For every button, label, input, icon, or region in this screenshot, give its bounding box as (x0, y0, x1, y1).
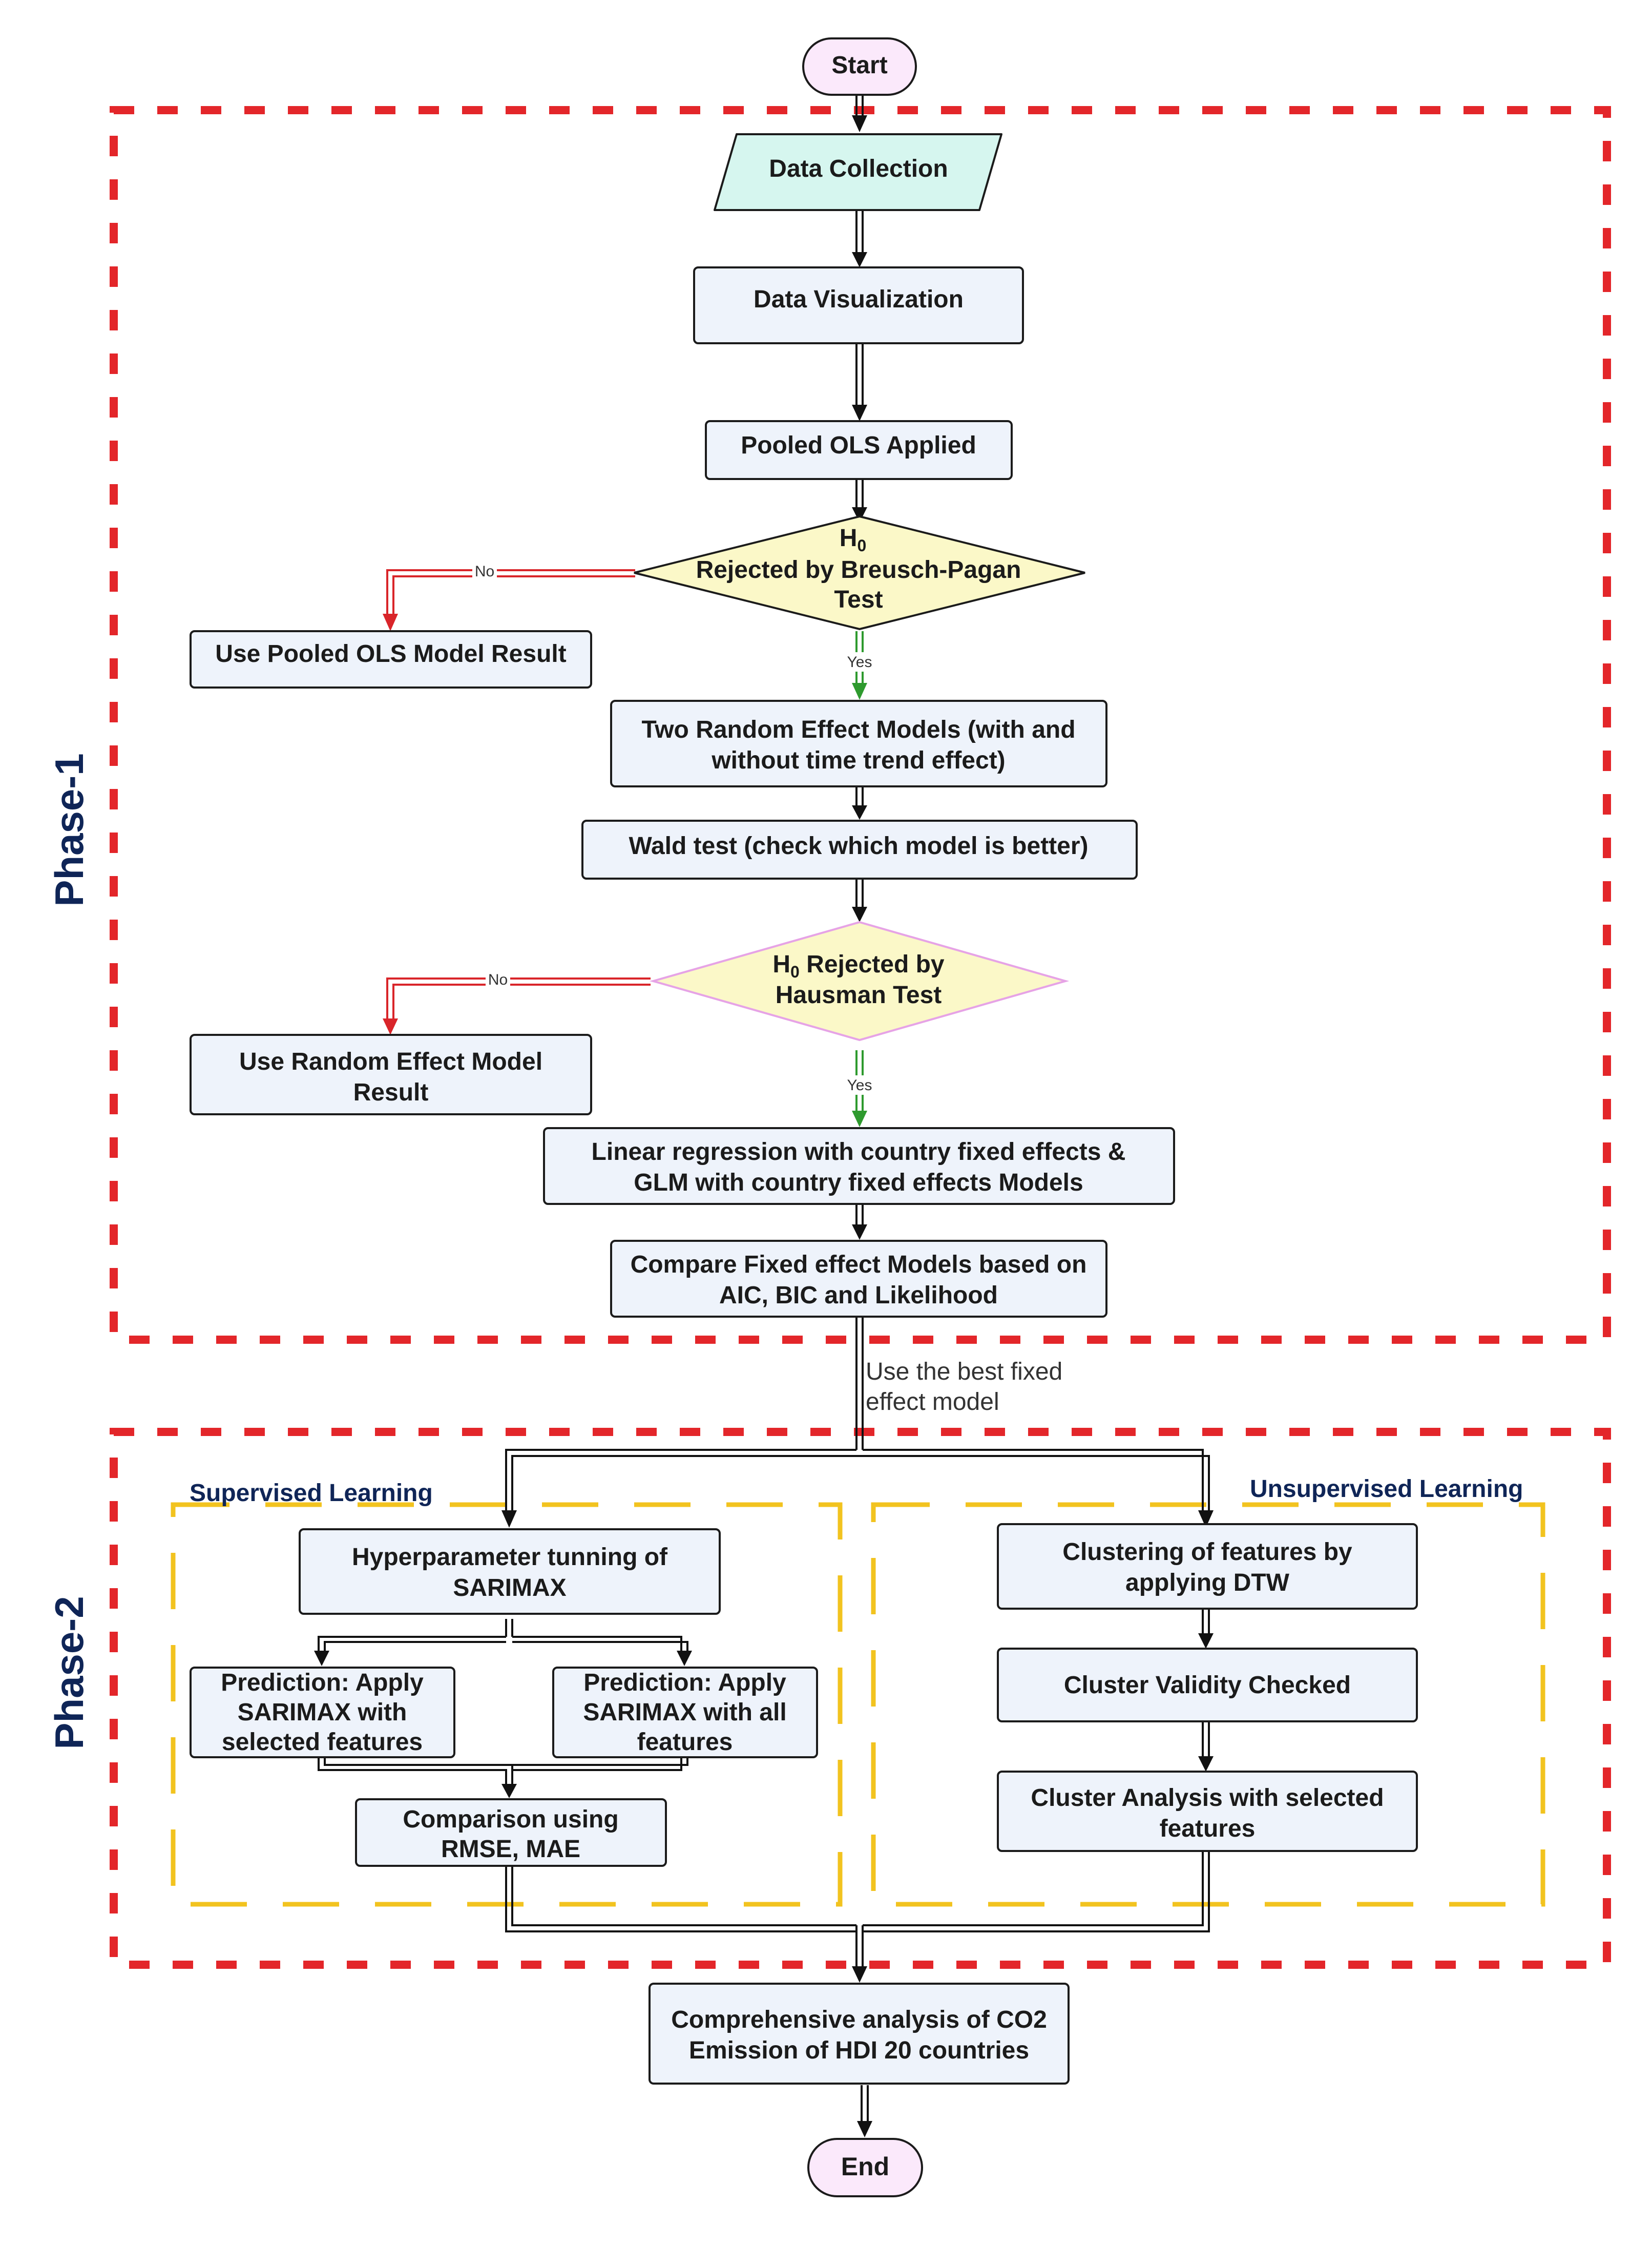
edge-label-no-2: No (488, 971, 508, 988)
hausman-line1: H0 Rejected by (772, 951, 945, 981)
compare-fixed-effect-node[interactable]: Compare Fixed effect Models based on AIC… (610, 1240, 1107, 1318)
linear-regression-node[interactable]: Linear regression with country fixed eff… (543, 1127, 1175, 1205)
data-collection-label: Data Collection (769, 155, 948, 182)
start-terminal[interactable]: Start (802, 37, 917, 96)
prediction-all-line1: Prediction: Apply (583, 1669, 786, 1696)
use-random-line1: Use Random Effect Model (239, 1048, 542, 1075)
data-visualization-node[interactable]: Data Visualization (693, 266, 1024, 344)
clustering-line2: applying DTW (1125, 1569, 1290, 1596)
prediction-selected-line3: selected features (222, 1729, 423, 1756)
end-terminal[interactable]: End (807, 2138, 923, 2197)
comparison-node[interactable]: Comparison using RMSE, MAE (355, 1798, 667, 1867)
edge-label-yes-1: Yes (847, 654, 872, 671)
linear-regression-line2: GLM with country fixed effects Models (634, 1169, 1083, 1196)
edge-label-no-1: No (475, 563, 494, 580)
clustering-dtw-node[interactable]: Clustering of features by applying DTW (997, 1523, 1418, 1610)
cluster-analysis-line2: features (1160, 1815, 1256, 1842)
prediction-selected-line1: Prediction: Apply (221, 1669, 424, 1696)
breusch-pagan-decision[interactable]: H0 Rejected by Breusch-Pagan Test (634, 515, 1085, 631)
phase-1-container (110, 106, 1611, 1344)
prediction-all-node[interactable]: Prediction: Apply SARIMAX with all featu… (552, 1667, 818, 1758)
edge-label-best-fixed-line2: effect model (866, 1388, 999, 1416)
use-pooled-ols-label: Use Pooled OLS Model Result (215, 640, 566, 668)
compare-fixed-line1: Compare Fixed effect Models based on (631, 1251, 1087, 1278)
no-branch-connectors (386, 569, 651, 1020)
hausman-decision[interactable]: H0 Rejected by Hausman Test (649, 921, 1070, 1042)
phase-1-label: Phase-1 (47, 753, 92, 906)
wald-test-label: Wald test (check which model is better) (629, 833, 1088, 860)
two-random-line2: without time trend effect) (711, 747, 1005, 774)
comprehensive-line1: Comprehensive analysis of CO2 (671, 2006, 1047, 2033)
clustering-line1: Clustering of features by (1062, 1538, 1352, 1566)
cluster-analysis-line1: Cluster Analysis with selected (1031, 1784, 1384, 1812)
compare-fixed-line2: AIC, BIC and Likelihood (719, 1282, 998, 1309)
pooled-ols-node[interactable]: Pooled OLS Applied (705, 420, 1013, 480)
end-label: End (841, 2152, 889, 2181)
hyperparameter-line1: Hyperparameter tunning of (352, 1544, 668, 1571)
prediction-all-line3: features (637, 1729, 733, 1756)
comprehensive-line2: Emission of HDI 20 countries (689, 2037, 1029, 2064)
bp-h0-label: H0 (840, 525, 866, 555)
cluster-validity-node[interactable]: Cluster Validity Checked (997, 1648, 1418, 1722)
prediction-selected-line2: SARIMAX with (238, 1699, 407, 1726)
supervised-learning-label: Supervised Learning (190, 1480, 433, 1507)
comparison-line2: RMSE, MAE (441, 1836, 580, 1863)
prediction-all-line2: SARIMAX with all (583, 1699, 786, 1726)
data-collection-node[interactable]: Data Collection (714, 133, 1002, 211)
edge-label-yes-2: Yes (847, 1077, 872, 1094)
connectors (318, 95, 1210, 2121)
yes-arrow-head-2 (852, 1111, 867, 1127)
use-pooled-ols-node[interactable]: Use Pooled OLS Model Result (190, 630, 592, 689)
hyperparameter-node[interactable]: Hyperparameter tunning of SARIMAX (299, 1528, 721, 1615)
bp-line2-label: Rejected by Breusch-Pagan (696, 556, 1021, 584)
arrow-heads (314, 115, 1214, 2137)
yes-arrow-head-1 (852, 683, 867, 700)
no-arrow-head-2 (383, 1018, 398, 1035)
linear-regression-line1: Linear regression with country fixed eff… (592, 1138, 1126, 1166)
hyperparameter-line2: SARIMAX (453, 1574, 566, 1601)
prediction-selected-node[interactable]: Prediction: Apply SARIMAX with selected … (190, 1667, 455, 1758)
comprehensive-analysis-node[interactable]: Comprehensive analysis of CO2 Emission o… (649, 1983, 1070, 2085)
unsupervised-learning-label: Unsupervised Learning (1250, 1475, 1523, 1503)
two-random-effect-node[interactable]: Two Random Effect Models (with and witho… (610, 700, 1107, 787)
two-random-line1: Two Random Effect Models (with and (641, 716, 1075, 743)
bp-line3-label: Test (834, 586, 883, 613)
phase-2-container (110, 1428, 1611, 1969)
comparison-line1: Comparison using (403, 1806, 618, 1833)
cluster-validity-label: Cluster Validity Checked (1064, 1672, 1351, 1699)
cluster-analysis-node[interactable]: Cluster Analysis with selected features (997, 1771, 1418, 1852)
edge-label-best-fixed-line1: Use the best fixed (866, 1358, 1062, 1385)
data-visualization-label: Data Visualization (754, 286, 964, 313)
phase-2-label: Phase-2 (47, 1596, 92, 1749)
wald-test-node[interactable]: Wald test (check which model is better) (581, 820, 1138, 880)
pooled-ols-label: Pooled OLS Applied (741, 432, 976, 459)
use-random-line2: Result (353, 1079, 429, 1106)
hausman-line2: Hausman Test (776, 982, 942, 1009)
start-label: Start (831, 52, 887, 79)
use-random-effect-node[interactable]: Use Random Effect Model Result (190, 1034, 592, 1115)
no-arrow-head-1 (383, 614, 398, 631)
